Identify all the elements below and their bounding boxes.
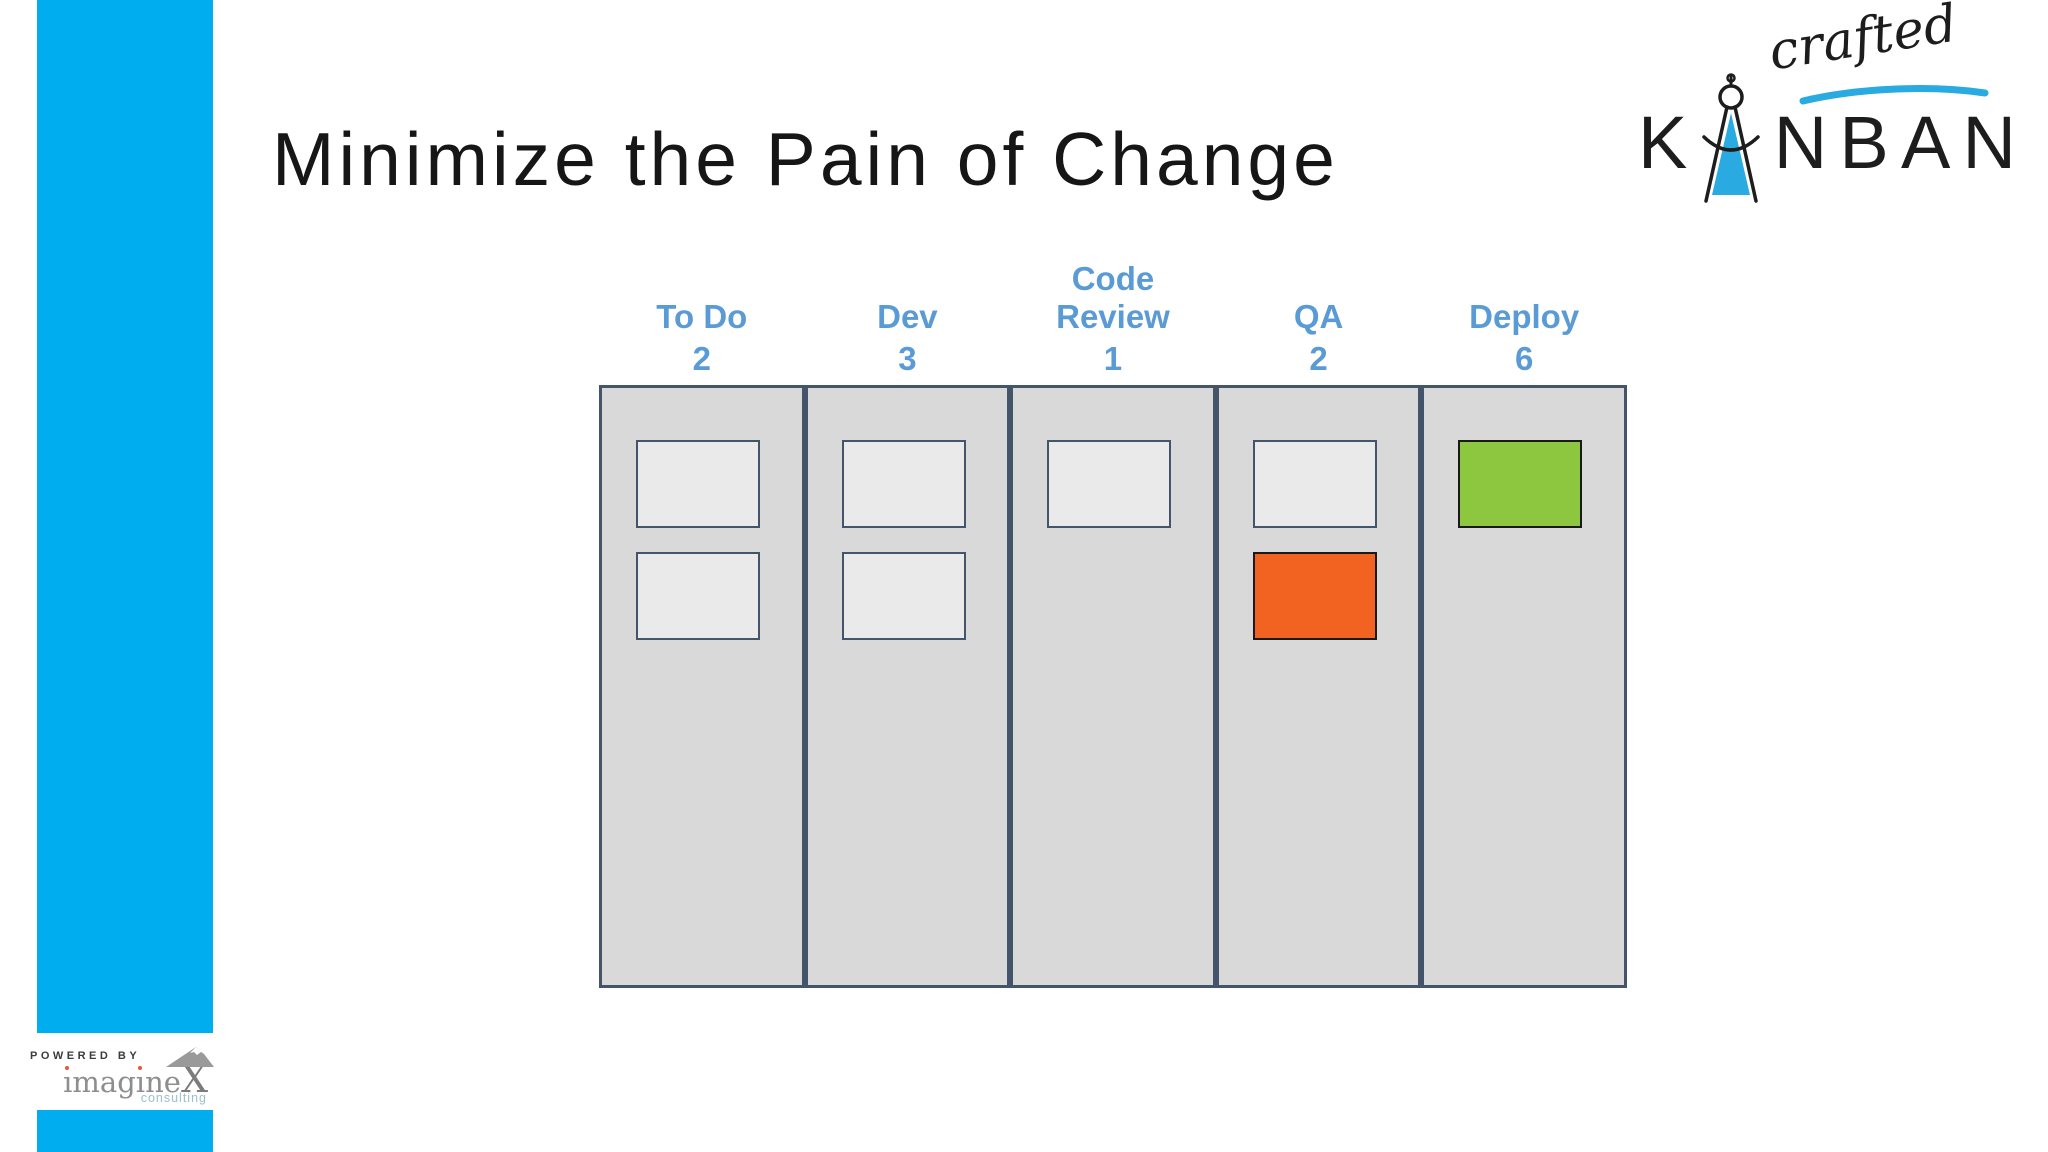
column-header-code-review: Code Review 1: [1010, 246, 1216, 378]
wip-count: 6: [1514, 340, 1534, 378]
wip-count: 3: [898, 340, 917, 378]
brand-letter-i: ı: [63, 1065, 73, 1099]
board-header-row: To Do 2 Dev 3 Code Review 1 QA 2 Deploy 6: [599, 246, 1627, 378]
powered-by-label: POWERED BY: [30, 1050, 141, 1062]
wip-count: 2: [1309, 340, 1328, 378]
kanban-board: [599, 385, 1627, 988]
column-name: QA: [1293, 298, 1344, 336]
kanban-column-deploy: [1421, 385, 1627, 988]
kanban-letter: N: [1773, 101, 1828, 184]
kanban-card-gray: [1252, 440, 1377, 528]
column-name: Code Review: [1056, 260, 1170, 336]
kanban-letter: K: [1638, 101, 1688, 184]
kanban-column-code-review: [1010, 385, 1216, 988]
kanban-card-orange: [1252, 552, 1377, 640]
imaginex-brand: ımagıneX: [63, 1057, 208, 1101]
kanban-letter: B: [1839, 101, 1889, 184]
kanban-letter: A: [1900, 101, 1951, 184]
column-name: Deploy: [1469, 298, 1580, 336]
page-title: Minimize the Pain of Change: [272, 117, 1339, 201]
column-header-dev: Dev 3: [805, 246, 1011, 378]
kanban-letter: N: [1962, 101, 2016, 184]
crafted-script-text: crafted: [1764, 0, 1962, 83]
kanban-column-dev: [804, 385, 1011, 988]
kanban-wordmark: K N B A N: [1638, 73, 2016, 203]
kanban-card-gray: [636, 440, 760, 528]
kanban-column-to-do: [599, 385, 805, 988]
brand-letter-i: ı: [135, 1065, 146, 1099]
underline-swoosh-icon: [1799, 85, 1989, 105]
compass-icon: [1701, 73, 1760, 203]
column-name: Dev: [877, 298, 938, 336]
mountain-icon: [166, 1047, 214, 1067]
wip-count: 1: [1103, 340, 1123, 378]
consulting-label: consulting: [140, 1091, 207, 1105]
column-header-to-do: To Do 2: [599, 246, 805, 378]
kanban-column-qa: [1215, 385, 1422, 988]
kanban-card-green: [1458, 440, 1583, 528]
powered-by-badge: POWERED BY ımagıneX consulting: [0, 1033, 230, 1110]
kanban-card-gray: [636, 552, 760, 640]
kanban-card-gray: [841, 552, 966, 640]
kanban-card-gray: [1047, 440, 1172, 528]
crafted-kanban-logo: crafted K N B A N: [1628, 0, 2028, 206]
column-header-deploy: Deploy 6: [1421, 246, 1627, 378]
column-name: To Do: [656, 298, 748, 336]
kanban-card-gray: [841, 440, 966, 528]
column-header-qa: QA 2: [1216, 246, 1422, 378]
accent-bar: [37, 0, 213, 1152]
wip-count: 2: [692, 340, 711, 378]
